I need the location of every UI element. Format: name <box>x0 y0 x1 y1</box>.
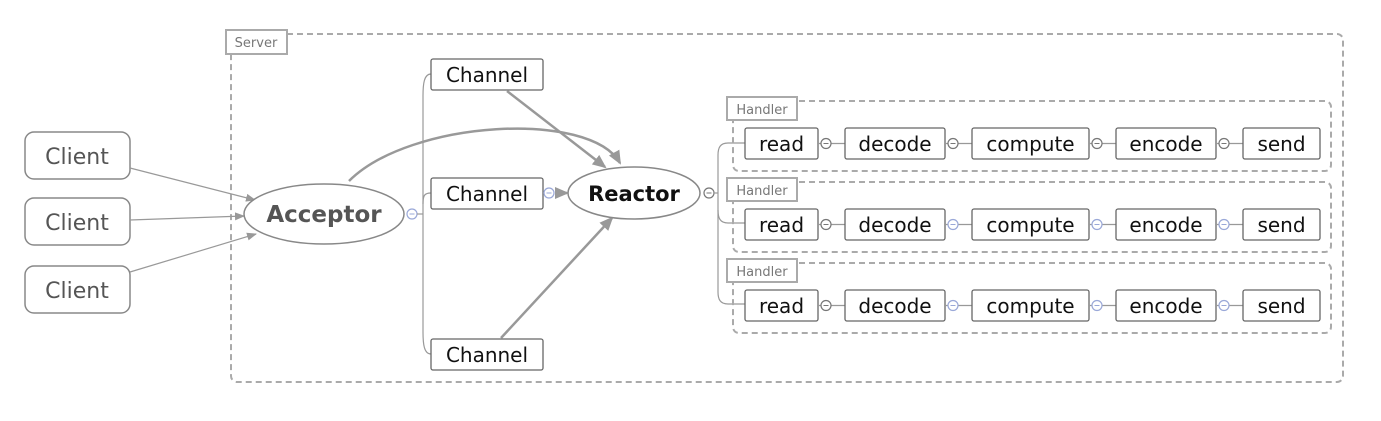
step-send[interactable]: send <box>1242 289 1321 322</box>
step-decode[interactable]: decode <box>844 208 946 241</box>
handler-label-box <box>726 177 798 202</box>
acceptor-reactor-arrow <box>348 127 622 182</box>
handler-label: Handler <box>736 103 788 118</box>
step-label: encode <box>1129 132 1202 156</box>
step-label: send <box>1257 132 1305 156</box>
step-box <box>1242 289 1321 322</box>
client-label: Client <box>45 211 109 236</box>
client-node[interactable]: Client <box>24 131 131 180</box>
step-label: encode <box>1129 294 1202 318</box>
step-encode[interactable]: encode <box>1115 289 1217 322</box>
handler-border <box>732 181 1332 253</box>
step-label: compute <box>986 294 1074 318</box>
client-node[interactable]: Client <box>24 265 131 314</box>
client-label: Client <box>45 279 109 304</box>
step-label: compute <box>986 213 1074 237</box>
step-label: read <box>759 213 804 237</box>
step-box <box>1242 208 1321 241</box>
step-label: read <box>759 294 804 318</box>
client-label: Client <box>45 145 109 170</box>
server-label: Server <box>235 36 278 51</box>
client-acceptor-connectors <box>129 167 257 273</box>
handler-label: Handler <box>736 265 788 280</box>
handler-border <box>732 262 1332 334</box>
step-decode[interactable]: decode <box>844 289 946 322</box>
server-container: Server <box>225 29 1344 383</box>
step-label: compute <box>986 132 1074 156</box>
step-send[interactable]: send <box>1242 208 1321 241</box>
handler-group: Handler read decode compute encode send <box>726 177 1332 253</box>
step-read[interactable]: read <box>744 208 819 241</box>
step-label: send <box>1257 213 1305 237</box>
client-node[interactable]: Client <box>24 197 131 246</box>
handler-group: Handler read decode compute encode send <box>726 258 1332 334</box>
step-encode[interactable]: encode <box>1115 208 1217 241</box>
step-decode[interactable]: decode <box>844 127 946 160</box>
step-encode[interactable]: encode <box>1115 127 1217 160</box>
step-send[interactable]: send <box>1242 127 1321 160</box>
channel-node[interactable]: Channel <box>430 58 544 91</box>
step-label: decode <box>858 213 931 237</box>
step-label: send <box>1257 294 1305 318</box>
step-read[interactable]: read <box>744 127 819 160</box>
handler-border <box>732 100 1332 172</box>
step-label: decode <box>858 132 931 156</box>
step-compute[interactable]: compute <box>971 289 1090 322</box>
reactor-label: Reactor <box>588 182 680 206</box>
acceptor-channel-tree <box>417 73 432 355</box>
acceptor-node[interactable]: Acceptor <box>243 183 405 245</box>
acceptor-label: Acceptor <box>266 202 382 228</box>
handler-label-box <box>726 258 798 283</box>
handler-label: Handler <box>736 184 788 199</box>
step-label: read <box>759 132 804 156</box>
channel-label: Channel <box>446 182 528 206</box>
channel-node[interactable]: Channel <box>430 177 544 210</box>
handler-group: Handler read decode compute encode send <box>726 96 1332 172</box>
step-label: encode <box>1129 213 1202 237</box>
step-label: decode <box>858 294 931 318</box>
step-compute[interactable]: compute <box>971 208 1090 241</box>
handler-label-box <box>726 96 798 121</box>
step-compute[interactable]: compute <box>971 127 1090 160</box>
channel-node[interactable]: Channel <box>430 338 544 371</box>
reactor-node[interactable]: Reactor <box>567 166 701 220</box>
channel-label: Channel <box>446 343 528 367</box>
step-read[interactable]: read <box>744 289 819 322</box>
channel-label: Channel <box>446 63 528 87</box>
step-box <box>1242 127 1321 160</box>
reactor-handler-tree <box>714 142 745 305</box>
